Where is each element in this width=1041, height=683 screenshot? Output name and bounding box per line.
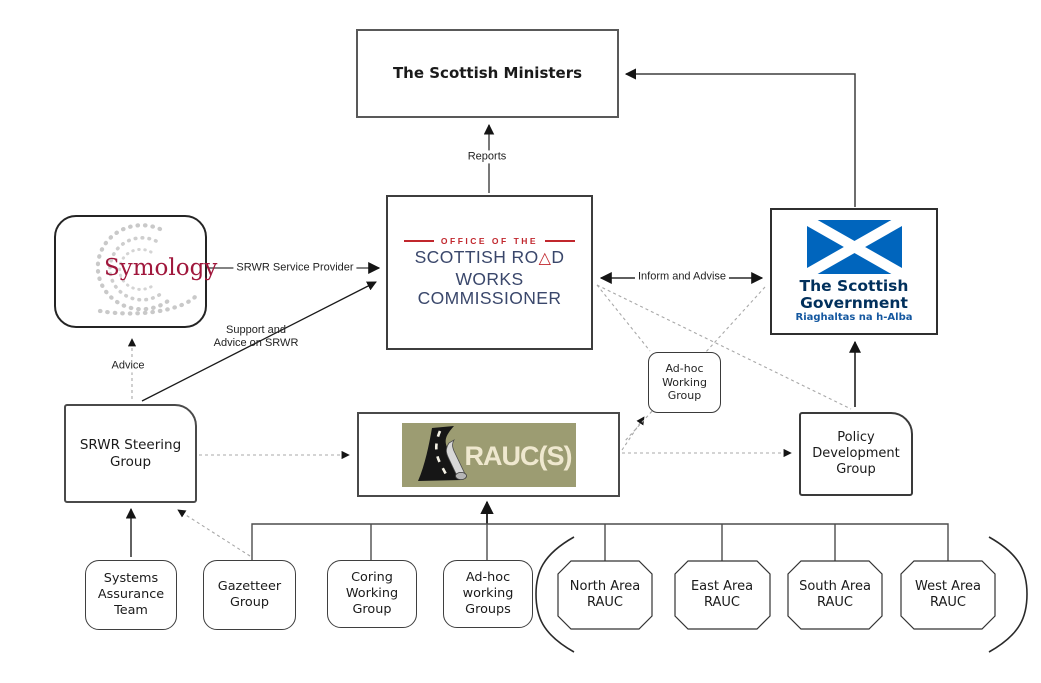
north-area-rauc-label: North Area RAUC [569,578,641,610]
west-area-rauc-label: West Area RAUC [914,578,981,610]
commissioner-logo-name: SCOTTISH RO△D [414,246,565,268]
scotgov-name-line1: The Scottish [799,276,909,295]
node-road-works-commissioner: OFFICE OF THE SCOTTISH RO△D WORKS COMMIS… [386,195,593,350]
adhoc-working-group-label: Ad-hoc Working Group [662,361,707,403]
logo-dash-right-icon [545,239,576,242]
node-raucs: RAUC(S) [357,412,620,497]
srwr-steering-group-label: SRWR Steering Group [79,436,182,470]
east-area-rauc-label: East Area RAUC [690,578,754,610]
node-west-area-rauc-shape [900,560,996,630]
node-south-area-rauc: South Area RAUC [788,561,882,629]
symology-swirl-icon [95,223,199,316]
node-south-area-rauc-shape [787,560,883,630]
adhoc-working-groups-label: Ad-hoc working Groups [462,570,514,617]
saltire-flag-icon [806,219,902,274]
bracket-right [988,536,1028,653]
node-gazetteer-group: Gazetteer Group [203,560,296,630]
gazetteer-group-label: Gazetteer Group [217,579,282,610]
edge-steering-to-commissioner [141,281,377,402]
edge-gazetteer-to-steering-dashed [177,509,251,557]
raucs-logo: RAUC(S) [401,422,576,487]
label-support-and-advice: Support and Advice on SRWR [211,324,302,350]
commissioner-name-part2: D [551,246,565,267]
scottish-ministers-label: The Scottish Ministers [392,64,583,83]
commissioner-logo-office-line: OFFICE OF THE [403,235,576,246]
logo-dash-left-icon [403,239,434,242]
node-scottish-government: The Scottish Government Riaghaltas na h-… [770,208,938,335]
node-srwr-steering-group: SRWR Steering Group [64,404,197,503]
edge-raucs-to-adhocwg-dashed [621,416,645,451]
label-support-line2: Advice on SRWR [213,337,299,349]
edge-bottom-trunk [251,523,949,561]
symology-brand-text: Symology [104,255,218,281]
node-coring-working-group: Coring Working Group [327,560,417,628]
coring-working-group-label: Coring Working Group [345,570,399,617]
node-scottish-ministers: The Scottish Ministers [356,29,619,118]
node-adhoc-working-group: Ad-hoc Working Group [648,352,721,413]
road-icon [417,425,462,481]
commissioner-name-part1: SCOTTISH RO [414,246,539,267]
edge-scotgov-to-ministers [624,68,856,207]
node-symology: Symology [54,215,217,328]
bracket-left [535,536,575,653]
node-north-area-rauc: North Area RAUC [558,561,652,629]
red-triangle-icon: △ [538,249,552,267]
label-srwr-service-provider: SRWR Service Provider [233,261,357,275]
node-adhoc-working-groups: Ad-hoc working Groups [443,560,533,628]
node-west-area-rauc: West Area RAUC [901,561,995,629]
scotgov-name: The Scottish Government [800,278,909,311]
node-systems-assurance-team: Systems Assurance Team [85,560,177,630]
node-north-area-rauc-shape [557,560,653,630]
node-east-area-rauc: East Area RAUC [675,561,769,629]
node-east-area-rauc-shape [674,560,771,630]
policy-development-group-label: Policy Development Group [812,429,900,478]
scotgov-name-line2: Government [800,293,908,312]
commissioner-logo-name-line2: WORKS COMMISSIONER [417,268,562,309]
commissioner-office-text: OFFICE OF THE [440,235,539,246]
raucs-logo-text: RAUC(S) [464,441,571,471]
scotgov-gaelic-text: Riaghaltas na h-Alba [795,312,913,324]
label-advice: Advice [108,359,148,373]
label-inform-and-advise: Inform and Advise [634,270,730,284]
systems-assurance-team-label: Systems Assurance Team [97,571,165,618]
node-policy-development-group: Policy Development Group [799,412,913,496]
edge-commissioner-to-pdg-dashed [596,284,852,410]
label-reports: Reports [464,150,510,164]
edge-commissioner-to-adhocwg-dashed [596,284,651,352]
south-area-rauc-label: South Area RAUC [799,578,871,610]
label-support-line1: Support and [226,323,286,336]
